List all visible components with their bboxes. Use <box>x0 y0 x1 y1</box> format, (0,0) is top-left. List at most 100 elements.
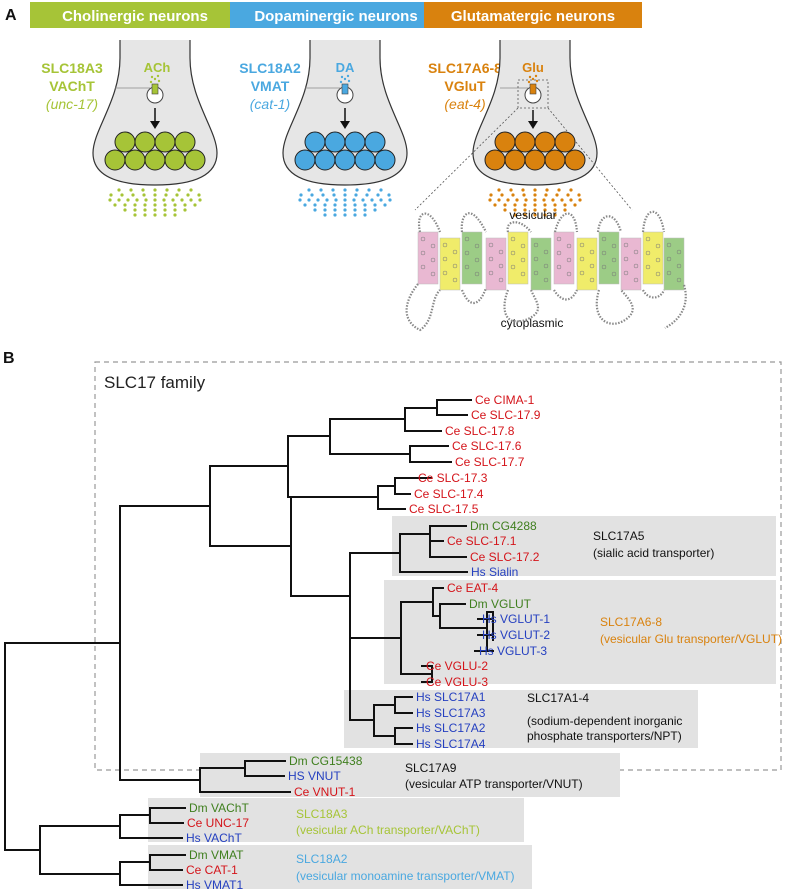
residue <box>520 243 526 249</box>
loop-segment <box>642 289 666 299</box>
transmitter-dot <box>347 79 351 83</box>
clade-name: SLC18A3 <box>296 807 348 821</box>
synaptic-vesicle <box>164 149 186 171</box>
release-dot <box>573 203 577 207</box>
loop-segment <box>460 287 488 304</box>
leaf-label: Ce SLC-17.4 <box>414 487 484 501</box>
residue <box>579 242 585 248</box>
release-dot <box>555 193 559 197</box>
release-dot <box>164 193 168 197</box>
release-dot <box>511 193 515 197</box>
transmembrane-helix <box>598 231 620 285</box>
glutamatergic-title: Glutamatergic neurons <box>451 8 615 25</box>
residue <box>464 264 470 270</box>
release-dot <box>543 213 547 217</box>
release-dot <box>189 188 193 192</box>
residue <box>611 243 617 249</box>
leaf-label: Hs SLC17A2 <box>416 721 486 735</box>
synaptic-vesicle <box>314 149 336 171</box>
residue <box>655 243 661 249</box>
leaf-label: Dm VGLUT <box>469 597 532 611</box>
residue <box>623 242 629 248</box>
clade-desc: (sodium-dependent inorganic <box>527 714 682 728</box>
release-dot <box>506 198 510 202</box>
dopaminergic-neuron: Dopaminergic neurons SLC18A2 VMAT (cat-1… <box>230 2 442 217</box>
transmembrane-helix <box>642 231 664 285</box>
leaf-label: Hs VAChT <box>186 831 242 845</box>
release-dot <box>333 203 337 207</box>
release-dot <box>363 208 367 212</box>
residue <box>430 257 436 263</box>
panel-b: B SLC17 family SLC17A5 (sialic acid tran… <box>3 350 782 891</box>
release-dot <box>343 208 347 212</box>
release-dot <box>523 208 527 212</box>
glutamatergic-zoom-box <box>517 79 549 109</box>
residue <box>589 277 595 283</box>
cytoplasmic-label: cytoplasmic <box>501 316 564 330</box>
release-dot <box>533 198 537 202</box>
residue <box>488 242 494 248</box>
leaf-label: Hs SLC17A1 <box>416 690 486 704</box>
cholinergic-ce-gene: (unc-17) <box>46 96 98 112</box>
release-dot <box>334 198 338 202</box>
glutamatergic-arrow-head <box>528 121 538 129</box>
release-dot <box>354 193 358 197</box>
glutamatergic-neuron: Glutamatergic neurons SLC17A6-8 VGluT (e… <box>414 2 642 217</box>
residue <box>498 277 504 283</box>
synaptic-vesicle <box>544 149 566 171</box>
transmitter-dot <box>156 74 160 78</box>
release-dot <box>153 203 157 207</box>
release-dot <box>493 203 497 207</box>
release-dot <box>542 198 546 202</box>
transmitter-dot <box>150 75 154 79</box>
leaf-label: Ce EAT-4 <box>447 581 498 595</box>
release-dot <box>171 198 175 202</box>
release-dot <box>117 188 121 192</box>
clade-desc: (vesicular monoamine transporter/VMAT) <box>296 869 515 883</box>
clade-label-slc17a5: SLC17A5 (sialic acid transporter) <box>593 529 714 560</box>
release-dot <box>299 193 303 197</box>
release-dot <box>355 188 359 192</box>
glutamatergic-release-dots <box>488 188 582 217</box>
transmembrane-helix <box>663 237 685 291</box>
leaf-label: Ce VGLU-2 <box>426 659 488 673</box>
release-dot <box>361 198 365 202</box>
transmembrane-helix <box>576 237 598 291</box>
transmembrane-helix <box>620 237 642 291</box>
release-dot <box>180 198 184 202</box>
loop-segment <box>595 289 634 325</box>
release-dot <box>186 193 190 197</box>
leaf-labels: Ce CIMA-1Ce SLC-17.9Ce SLC-17.8Ce SLC-17… <box>186 393 550 891</box>
release-dot <box>557 188 561 192</box>
release-dot <box>332 193 336 197</box>
release-dot <box>553 213 557 217</box>
transmitter-dot <box>340 75 344 79</box>
release-dot <box>319 188 323 192</box>
synaptic-vesicle <box>554 131 576 153</box>
leaf-label: Ce SLC-17.5 <box>409 502 479 516</box>
synaptic-vesicle <box>564 149 586 171</box>
residue <box>442 270 448 276</box>
residue <box>474 243 480 249</box>
leaf-label: Hs SLC17A4 <box>416 737 486 751</box>
release-dot <box>109 193 113 197</box>
release-dot <box>343 198 347 202</box>
release-dot <box>142 193 146 197</box>
release-dot <box>120 193 124 197</box>
release-dot <box>143 208 147 212</box>
residue <box>623 256 629 262</box>
dopaminergic-vesicle-cluster <box>294 131 396 171</box>
release-dot <box>175 193 179 197</box>
synaptic-vesicle <box>174 131 196 153</box>
release-dot <box>577 193 581 197</box>
cholinergic-release-dots <box>108 188 202 217</box>
residue <box>633 277 639 283</box>
release-dot <box>126 198 130 202</box>
loop-segment <box>641 210 666 233</box>
release-dot <box>489 193 493 197</box>
dopaminergic-ce-gene: (cat-1) <box>250 96 290 112</box>
membrane-topology: vesicular cytoplasmic <box>405 208 687 332</box>
residue <box>533 242 539 248</box>
transmembrane-helix <box>530 237 552 291</box>
synaptic-vesicle <box>344 131 366 153</box>
